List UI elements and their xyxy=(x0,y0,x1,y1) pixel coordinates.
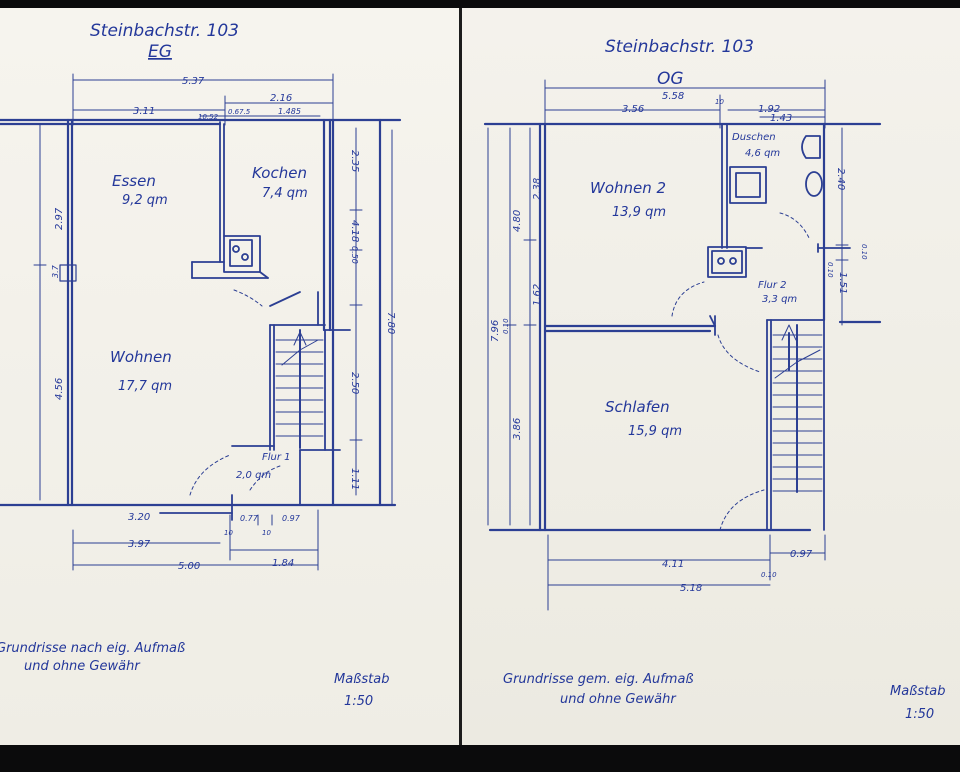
og-room-name: Flur 2 xyxy=(758,280,787,291)
og-dimension: 0.10 xyxy=(860,244,868,260)
og-dimension: 5.18 xyxy=(680,583,702,594)
og-room-area: 15,9 qm xyxy=(628,424,682,439)
eg-dimension: 5.00 xyxy=(178,561,200,572)
eg-dimension: 0.50 xyxy=(350,246,359,264)
eg-room-area: 9,2 qm xyxy=(122,193,168,208)
eg-dimension: 0.77 xyxy=(240,514,259,523)
eg-dimension: 1.485 xyxy=(278,107,301,116)
eg-footer-note: Grundrisse nach eig. Aufmaß und ohne Gew… xyxy=(0,641,189,674)
og-dimension: 0.10 xyxy=(502,318,510,334)
eg-room-name: Flur 1 xyxy=(262,452,291,463)
eg-level: EG xyxy=(148,42,172,62)
eg-dimension: 3.97 xyxy=(128,539,151,550)
og-dimension: 1.51 xyxy=(837,272,848,294)
og-dimension: 1.92 xyxy=(758,104,780,115)
og-room-name: Schlafen xyxy=(605,398,670,416)
eg-dimension: 4.56 xyxy=(54,378,65,400)
floor-plan-sheet-eg xyxy=(0,8,459,745)
eg-dimension: 1.84 xyxy=(272,558,294,569)
eg-dimension: 0.97 xyxy=(282,514,301,523)
og-dimension: 3.86 xyxy=(512,418,523,440)
og-level: OG xyxy=(657,69,684,89)
eg-room-name: Wohnen xyxy=(110,348,172,366)
og-room-area: 4,6 qm xyxy=(745,148,780,159)
og-dimension: 4.80 xyxy=(512,210,523,232)
eg-dimension: 2.35 xyxy=(349,150,360,172)
eg-dimension: 3.7 xyxy=(51,264,60,278)
og-room-name: Duschen xyxy=(732,132,776,143)
eg-dimension: 0.67.5 xyxy=(228,108,251,116)
og-dimension: 2.38 xyxy=(532,178,543,200)
eg-dimension: 2.50 xyxy=(349,372,360,394)
og-room-name: Wohnen 2 xyxy=(590,179,666,197)
eg-room-area: 2,0 qm xyxy=(236,470,271,481)
og-dimension: 7.96 xyxy=(490,320,501,342)
eg-scale-value: 1:50 xyxy=(344,694,373,709)
eg-dimension: 5.37 xyxy=(182,76,205,87)
eg-dimension: 7.80 xyxy=(385,312,396,334)
og-dimension: 3.56 xyxy=(622,104,644,115)
og-dimension: 4.11 xyxy=(662,559,684,570)
og-scale-label: Maßstab xyxy=(890,684,945,699)
eg-scale-label: Maßstab xyxy=(334,672,389,687)
eg-dimension: 4.18 xyxy=(349,220,360,242)
eg-dimension: 2.97 xyxy=(54,207,65,230)
eg-room-area: 7,4 qm xyxy=(262,186,308,201)
og-dimension: 0.10 xyxy=(761,571,777,579)
eg-room-name: Kochen xyxy=(252,164,307,182)
og-dimension: 10 xyxy=(715,98,724,106)
eg-dimension: 10.52 xyxy=(198,113,219,121)
og-dimension: 0.10 xyxy=(826,262,834,278)
eg-room-name: Essen xyxy=(112,172,156,190)
og-dimension: 2.40 xyxy=(835,168,846,190)
eg-dimension: 3.11 xyxy=(133,106,155,117)
eg-dimension: 1.11 xyxy=(349,468,360,490)
og-dimension: 0.97 xyxy=(790,549,813,560)
eg-drawing: Steinbachstr. 103 EG Essen 9,2 qm Kochen… xyxy=(0,21,402,709)
sheet-divider xyxy=(459,8,462,745)
og-dimension: 5.58 xyxy=(662,91,684,102)
og-dimension: 1.43 xyxy=(770,113,792,124)
og-title: Steinbachstr. 103 xyxy=(605,37,754,57)
eg-dimension: 3.20 xyxy=(128,512,150,523)
og-room-area: 13,9 qm xyxy=(612,205,666,220)
eg-dimension: 2.16 xyxy=(270,93,292,104)
eg-dimension: 10 xyxy=(224,529,233,537)
eg-dimension: 10 xyxy=(262,529,271,537)
og-scale-value: 1:50 xyxy=(905,707,934,722)
og-drawing: Steinbachstr. 103 OG Wohnen 2 13,9 qm Du… xyxy=(483,37,945,722)
eg-title: Steinbachstr. 103 xyxy=(90,21,239,41)
og-dimension: 1.62 xyxy=(532,284,543,306)
og-footer-note: Grundrisse gem. eig. Aufmaß und ohne Gew… xyxy=(503,672,698,707)
og-room-area: 3,3 qm xyxy=(762,294,797,305)
eg-room-area: 17,7 qm xyxy=(118,379,172,394)
